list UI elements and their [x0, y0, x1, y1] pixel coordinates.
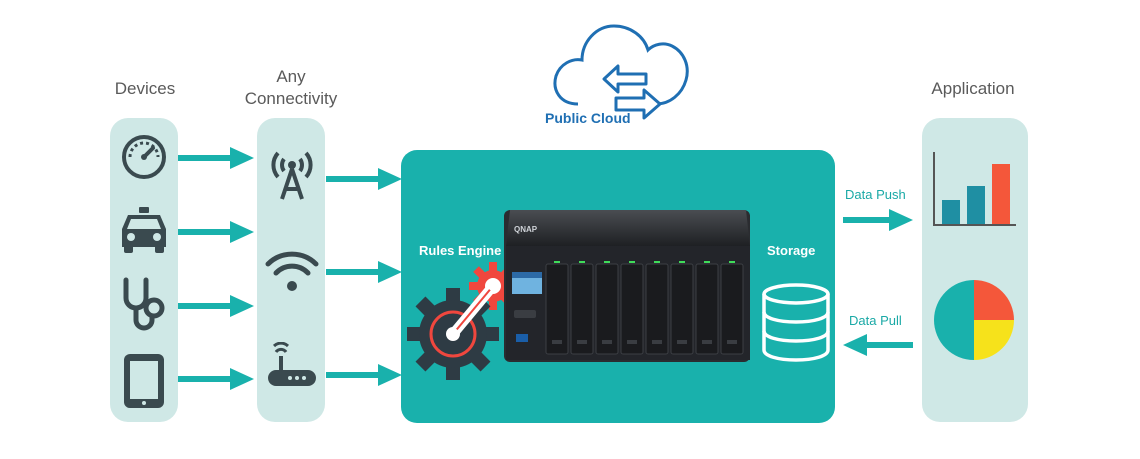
data-push-label: Data Push [845, 187, 906, 202]
application-panel [922, 118, 1028, 422]
bar-chart-bar-1 [942, 200, 960, 224]
data-push-arrow [843, 209, 913, 231]
rules-engine-gear-icon [407, 262, 517, 380]
bar-chart-bar-2 [967, 186, 985, 224]
connectivity-arrow-2 [326, 261, 402, 283]
bar-chart-bar-3 [992, 164, 1010, 224]
stethoscope-icon [123, 277, 165, 331]
storage-label: Storage [767, 243, 816, 258]
devices-title: Devices [114, 79, 176, 98]
bar-chart-icon [933, 152, 1016, 226]
data-pull-arrow [843, 334, 913, 356]
device-arrow-1 [178, 147, 254, 169]
public-cloud-label: Public Cloud [545, 110, 631, 126]
pie-slice-teal [934, 280, 974, 360]
car-icon [122, 207, 166, 253]
pie-slice-yellow [974, 320, 1014, 360]
nas-brand-label: QNAP [514, 225, 538, 234]
connectivity-title-line1: Any [276, 67, 306, 86]
connectivity-title-line2: Connectivity [244, 89, 338, 108]
application-title: Application [931, 79, 1015, 98]
cloud-icon [553, 24, 689, 120]
device-arrow-4 [178, 368, 254, 390]
data-pull-label: Data Pull [849, 313, 902, 328]
pie-chart-icon [934, 280, 1014, 360]
device-arrow-3 [178, 295, 254, 317]
tablet-icon [124, 354, 164, 408]
device-arrow-2 [178, 221, 254, 243]
router-icon [268, 342, 316, 386]
connectivity-title: Any Connectivity [226, 66, 356, 110]
rules-engine-label: Rules Engine [419, 243, 502, 258]
antenna-icon [271, 151, 313, 200]
connectivity-arrow-1 [326, 168, 402, 190]
wifi-icon [265, 251, 319, 291]
speedometer-icon [122, 135, 166, 179]
pie-slice-red [974, 280, 1014, 320]
connectivity-arrow-3 [326, 364, 402, 386]
nas-device-image: QNAP [504, 210, 750, 362]
database-icon [762, 283, 830, 362]
